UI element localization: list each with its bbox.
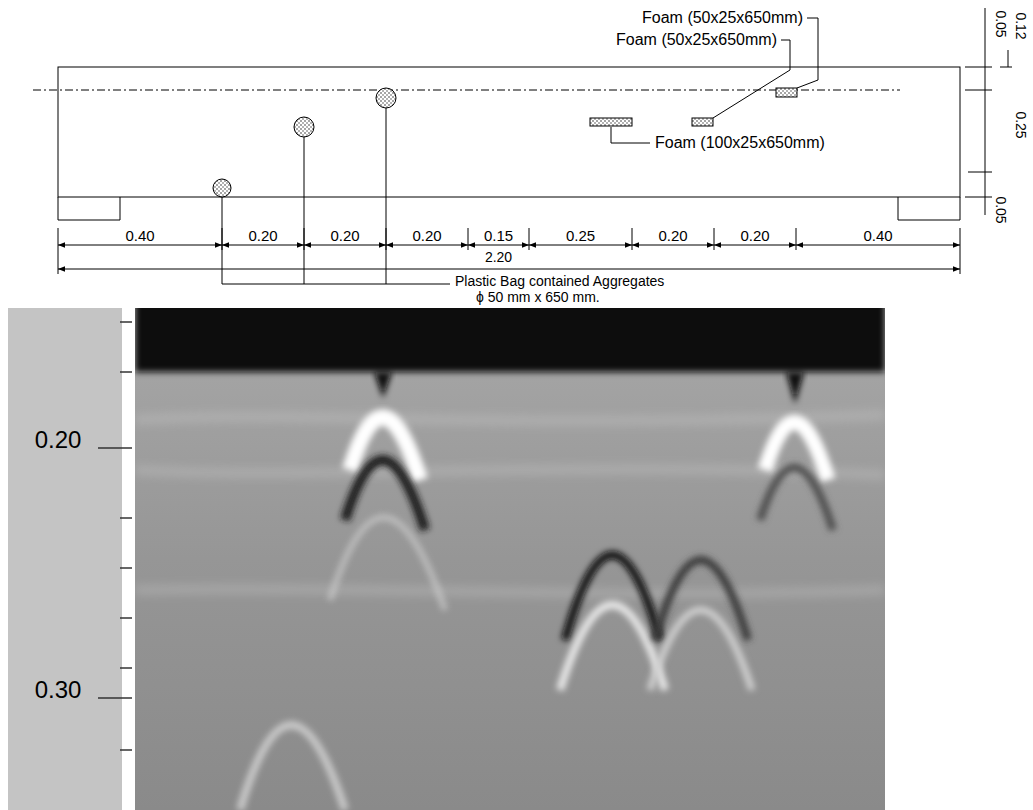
- part-label: Foam (100x25x650mm): [655, 134, 825, 152]
- axis-tick-label: 0.20: [35, 427, 82, 453]
- dimension-label: 0.20: [740, 228, 769, 245]
- part-label: Foam (50x25x650mm): [616, 31, 777, 49]
- dimension-label: 0.12: [1012, 12, 1027, 39]
- dimension-label: 0.25: [1012, 111, 1027, 138]
- dimension-label: 0.20: [248, 228, 277, 245]
- dimension-label: 0.25: [566, 228, 595, 245]
- dimension-label: 0.20: [412, 228, 441, 245]
- dimension-lines: [58, 8, 1012, 274]
- part-label: Foam (50x25x650mm): [642, 9, 803, 27]
- dimension-label: 0.15: [484, 228, 513, 245]
- dimension-label: 0.40: [863, 228, 892, 245]
- foam-blocks: [590, 18, 818, 143]
- note-label: ϕ 50 mm x 650 mm.: [476, 290, 600, 305]
- note-label: Plastic Bag contained Aggregates: [455, 274, 664, 289]
- dimension-label: 2.20: [485, 250, 512, 265]
- dimension-label: 0.20: [330, 228, 359, 245]
- dimension-label: 0.20: [658, 228, 687, 245]
- dimension-label: 0.40: [125, 228, 154, 245]
- radargram: [8, 300, 885, 810]
- dimension-label: 0.05: [992, 10, 1007, 37]
- dimension-label: 0.05: [992, 196, 1007, 223]
- beam-drawing: [33, 67, 960, 220]
- aggregate-bags: [213, 88, 450, 284]
- axis-tick-label: 0.30: [35, 677, 82, 703]
